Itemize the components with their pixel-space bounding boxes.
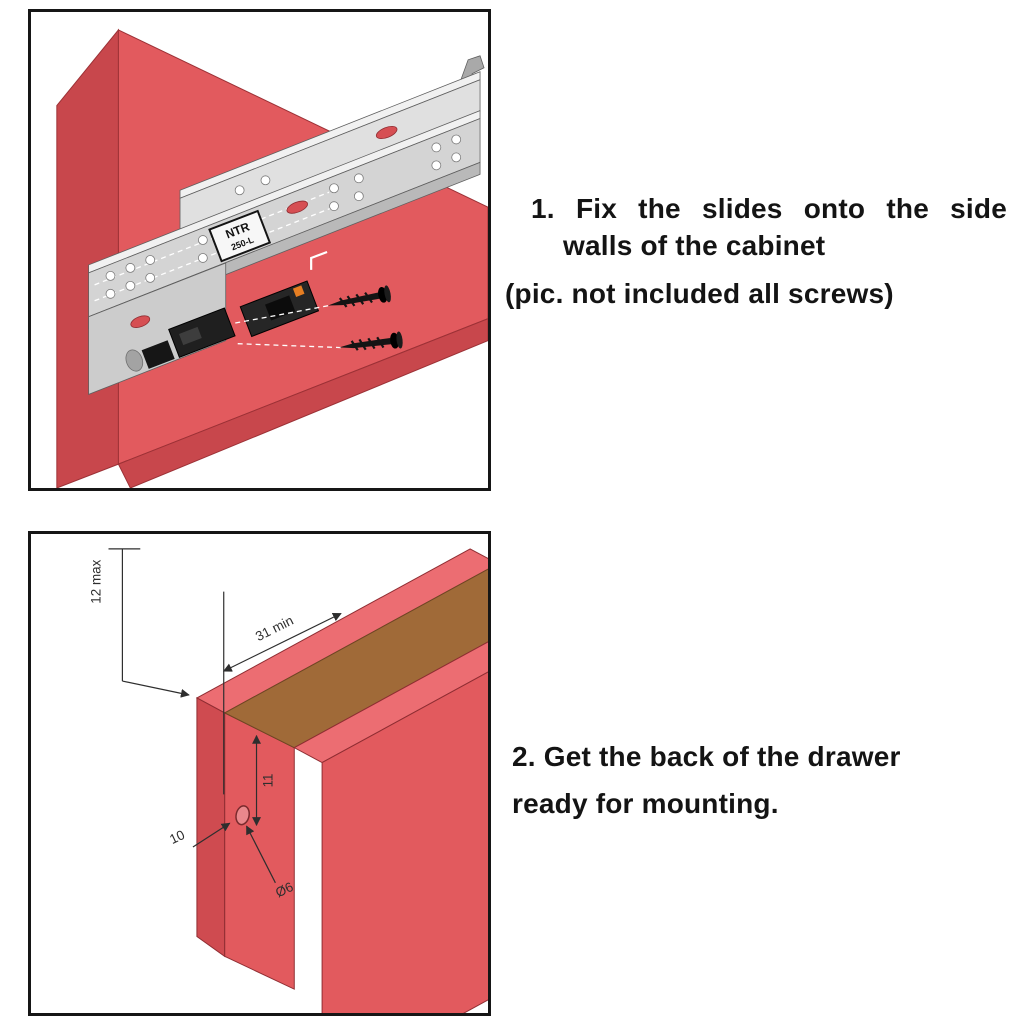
dim-label-diameter-6: Ø6 — [273, 879, 296, 900]
side-board-face — [321, 671, 488, 1013]
drawer-boards — [195, 548, 488, 1013]
dim-10 — [192, 822, 231, 848]
dim-label-10: 10 — [167, 827, 187, 847]
step-1-line-1: 1. Fix the slides onto the side — [531, 193, 1007, 224]
dim-12-max — [108, 548, 190, 698]
screw-icon — [339, 331, 403, 351]
dimension-annotations — [108, 548, 342, 884]
step-2-instruction: 2. Get the back of the drawer ready for … — [512, 733, 1012, 827]
mdf-bottom-panel — [223, 568, 488, 749]
drawer-rail-upper — [179, 55, 485, 231]
dim-label-11: 11 — [260, 773, 275, 787]
step-1-line-2: walls of the cabinet — [563, 230, 826, 261]
slide-mounting-illustration: NTR 250-L — [56, 28, 488, 488]
teardrop-hole — [125, 349, 144, 372]
step-1-line-3: (pic. not included all screws) — [505, 278, 894, 309]
dim-label-12-max: 12 max — [89, 559, 104, 603]
screw-icon — [328, 285, 391, 308]
screws — [231, 285, 403, 351]
panel-step-1-illustration: NTR 250-L — [28, 9, 491, 491]
step-2-line-1: 2. Get the back of the drawer — [512, 741, 901, 772]
drawer-back-dimensions-illustration: 12 max 31 min 11 10 Ø6 — [89, 548, 488, 1013]
panel-step-2-illustration: 12 max 31 min 11 10 Ø6 — [28, 531, 491, 1016]
rail-foot-plate — [88, 262, 227, 395]
mounting-hole — [235, 805, 250, 826]
step-2-line-2: ready for mounting. — [512, 788, 779, 819]
side-board-top — [293, 641, 488, 764]
back-board-end — [196, 697, 226, 958]
drawer-rail-lower — [88, 110, 481, 395]
cabinet-body — [56, 28, 488, 488]
dim-31-min — [222, 591, 342, 795]
locking-clips — [141, 280, 320, 369]
slide-brand-label: NTR 250-L — [208, 209, 272, 263]
step-1-instruction: 1. Fix the slides onto the side walls of… — [505, 190, 1007, 312]
dim-diameter-6 — [246, 825, 276, 884]
cabinet-bottom — [117, 318, 488, 488]
